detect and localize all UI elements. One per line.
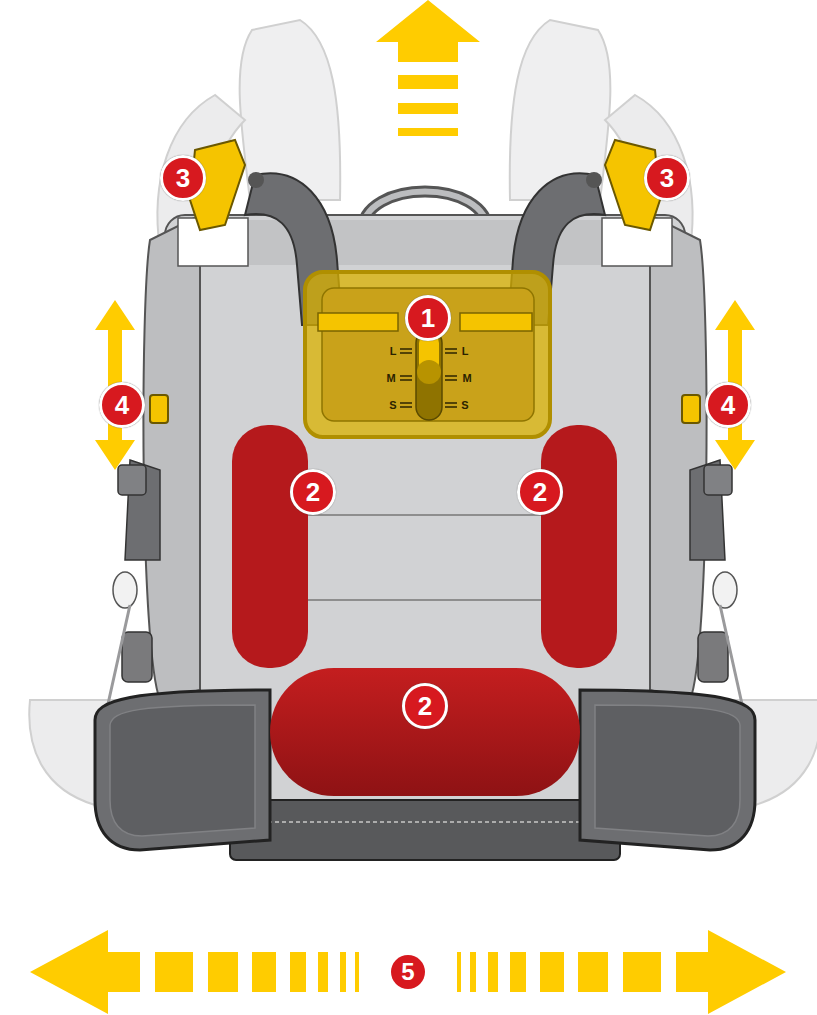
callout-number: 3 <box>160 155 206 201</box>
callout-number: 2 <box>402 683 448 729</box>
size-tick <box>400 375 412 377</box>
arrow-head <box>30 930 140 1014</box>
arrow-bar <box>398 75 458 89</box>
arrow-bar <box>290 952 306 992</box>
arrow-bar <box>155 952 193 992</box>
width-arrow <box>30 930 359 1014</box>
size-ticks <box>400 349 457 407</box>
adjust-slot <box>416 330 442 420</box>
callout-number: 3 <box>644 155 690 201</box>
size-mark: L <box>462 345 469 357</box>
side-buckle <box>122 632 152 682</box>
strap-end <box>460 313 532 331</box>
size-mark: L <box>390 345 397 357</box>
callout-number: 5 <box>391 955 425 989</box>
size-tick <box>445 375 457 377</box>
adjust-panel <box>305 272 550 437</box>
strap-toggle <box>113 572 137 608</box>
arrow-bar <box>355 952 359 992</box>
ghost-strap <box>240 20 341 200</box>
sternum-buckle <box>150 395 168 423</box>
pack-base <box>230 800 620 860</box>
arrow-bar <box>398 103 458 114</box>
base-stitching <box>240 821 610 823</box>
strap-ring <box>248 172 264 188</box>
size-tick <box>400 406 412 408</box>
size-tick <box>400 379 412 381</box>
size-mark: M <box>386 372 395 384</box>
arrow-bar <box>340 952 346 992</box>
arrow-bar <box>252 952 276 992</box>
size-mark: S <box>461 399 468 411</box>
hip-belt <box>95 690 270 850</box>
width-arrow-mirror <box>457 930 786 1014</box>
size-tick <box>445 406 457 408</box>
callout-number: 2 <box>517 469 563 515</box>
callout-number: 4 <box>99 382 145 428</box>
size-tick <box>445 402 457 404</box>
arrow-bar <box>318 952 328 992</box>
back-pad <box>541 425 617 668</box>
size-tick <box>445 379 457 381</box>
arrow-bar <box>208 952 238 992</box>
size-mark: M <box>462 372 471 384</box>
seam-line <box>300 514 550 516</box>
size-tick <box>445 352 457 354</box>
size-tick <box>400 348 412 350</box>
arrow-bar <box>398 128 458 136</box>
callout-number: 2 <box>290 469 336 515</box>
adjust-panel-inner <box>322 288 534 421</box>
seam-line <box>300 599 550 601</box>
adjust-knob <box>417 360 441 384</box>
side-buckle <box>118 465 146 495</box>
top-panel <box>200 220 650 265</box>
size-tick <box>445 348 457 350</box>
up-arrow <box>376 0 480 62</box>
size-mark: S <box>389 399 396 411</box>
back-pad <box>232 425 308 668</box>
size-tick <box>400 402 412 404</box>
strap-end <box>318 313 398 331</box>
callout-number: 4 <box>705 382 751 428</box>
lumbar-pad <box>270 668 580 796</box>
size-tick <box>400 352 412 354</box>
callout-number: 1 <box>405 295 451 341</box>
hip-belt-pad <box>110 705 255 836</box>
side-panel <box>143 215 200 700</box>
